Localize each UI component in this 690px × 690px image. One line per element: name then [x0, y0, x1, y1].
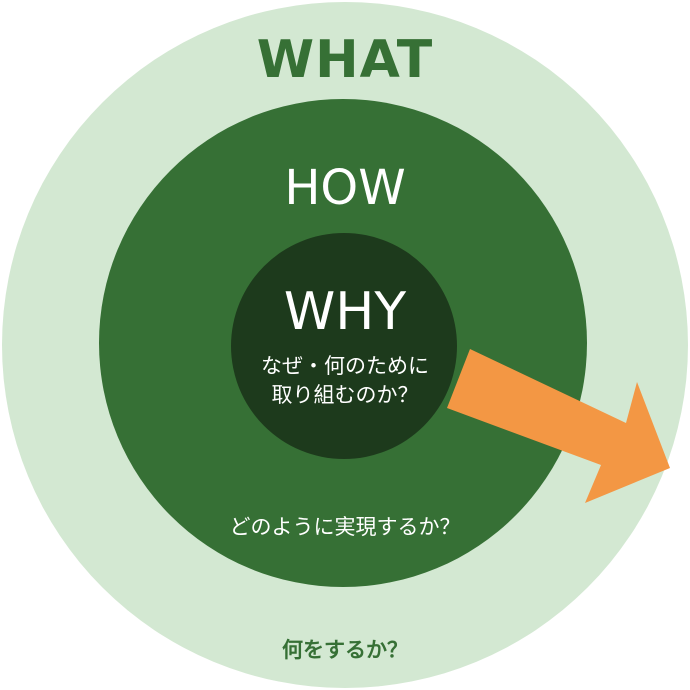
how-title: HOW	[284, 160, 406, 216]
why-description-line-1: なぜ・何のために	[261, 354, 429, 378]
why-description-line-2: 取り組むのか？	[271, 383, 419, 407]
why-title: WHY	[283, 282, 407, 342]
how-description: どのように実現するか？	[229, 515, 461, 539]
what-title: WHAT	[256, 30, 434, 90]
why-description: なぜ・何のために 取り組むのか？	[175, 352, 515, 410]
what-description: 何をするか？	[282, 638, 408, 662]
why-circle	[231, 233, 457, 459]
arrow-right-down-icon	[447, 349, 670, 503]
